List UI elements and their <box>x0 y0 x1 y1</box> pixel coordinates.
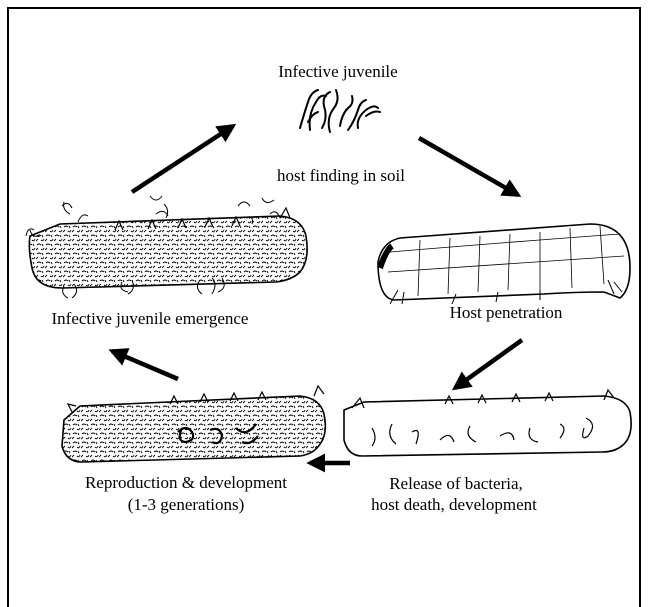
label-infective-juvenile: Infective juvenile <box>268 62 408 82</box>
arrow-to-emergence <box>112 351 178 379</box>
label-release-line1: Release of bacteria, <box>376 474 536 494</box>
label-reproduction-line2: (1-3 generations) <box>106 495 266 515</box>
host-larva-emergence <box>26 196 307 298</box>
life-cycle-diagram <box>0 0 654 593</box>
label-host-finding: host finding in soil <box>266 166 416 186</box>
label-emergence: Infective juvenile emergence <box>30 309 270 329</box>
nematodes-illustration <box>300 90 380 132</box>
label-release-line2: host death, development <box>354 495 554 515</box>
host-larva-reproduction <box>62 386 325 462</box>
arrow-to-infective-juvenile <box>132 126 233 192</box>
arrow-to-release <box>455 340 522 388</box>
label-host-penetration: Host penetration <box>436 303 576 323</box>
label-reproduction-line1: Reproduction & development <box>66 473 306 493</box>
host-larva-release <box>344 390 631 456</box>
arrow-to-host-penetration <box>419 138 518 195</box>
host-larva-penetration <box>378 224 630 304</box>
